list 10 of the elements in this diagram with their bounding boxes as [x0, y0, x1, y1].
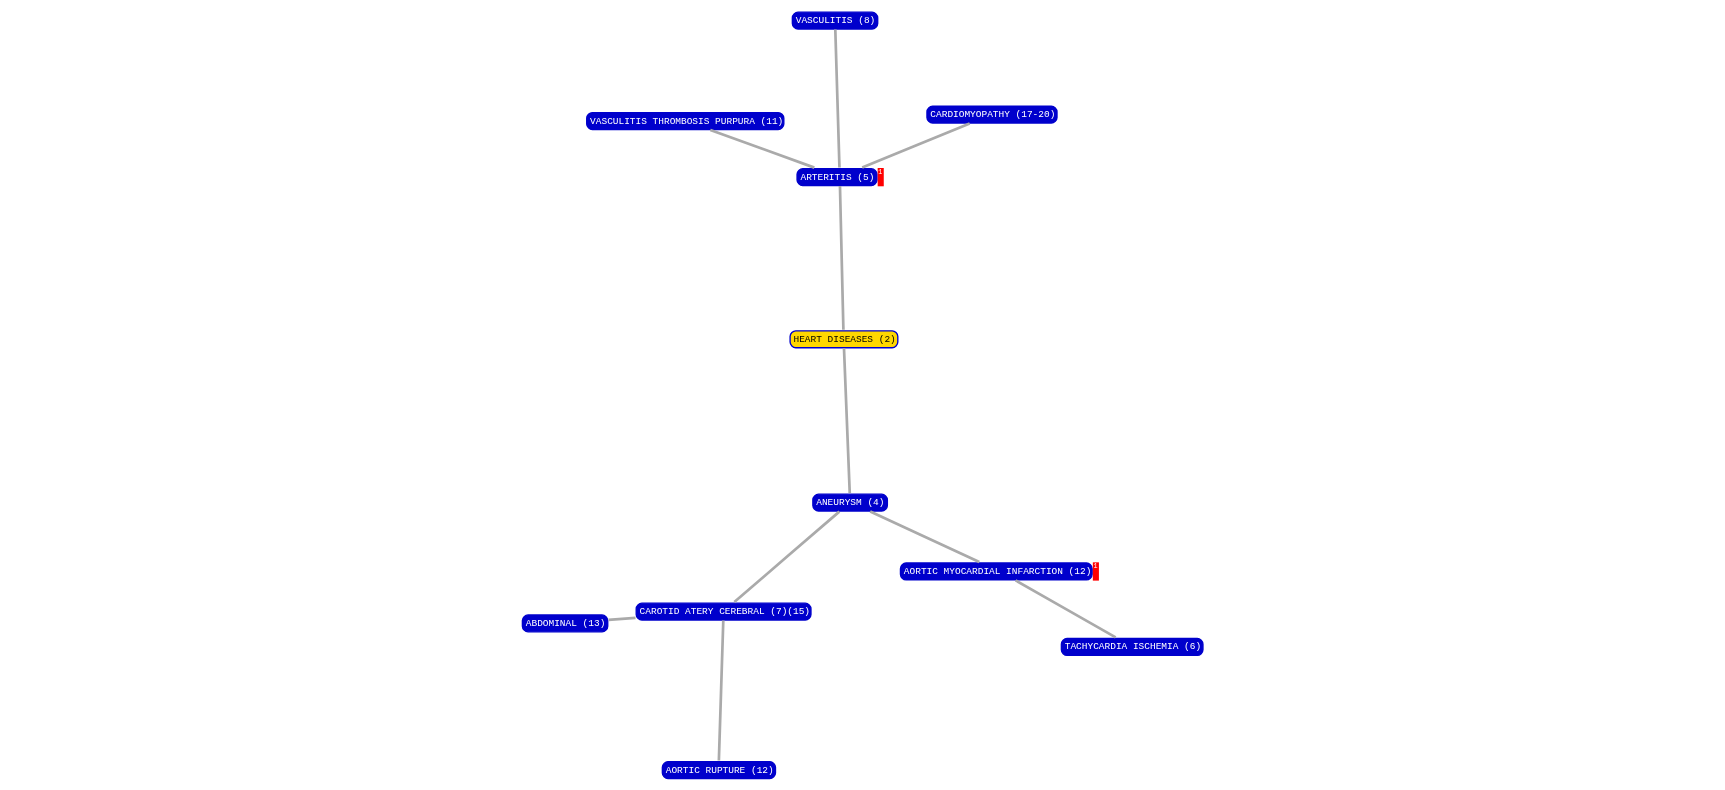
connector — [608, 616, 636, 622]
connector — [842, 348, 852, 494]
connector — [838, 186, 845, 330]
connector — [861, 122, 971, 169]
connector — [869, 510, 980, 564]
connector — [833, 29, 841, 168]
connector — [1014, 579, 1117, 639]
connector — [717, 620, 725, 761]
connector — [709, 128, 815, 169]
connector — [733, 510, 841, 604]
